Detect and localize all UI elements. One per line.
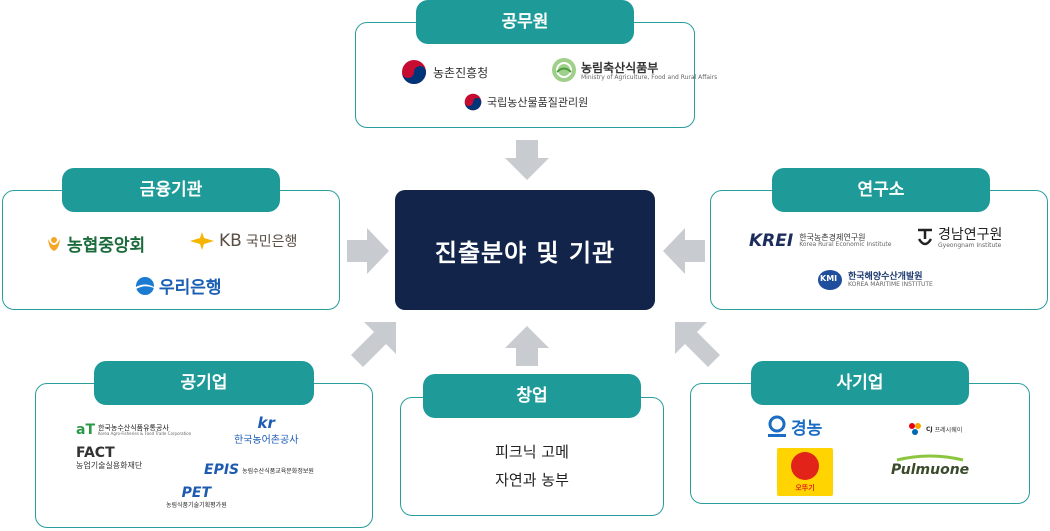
logo-ottogi: 오뚜기 <box>777 448 833 496</box>
org-label: 우리은행 <box>159 278 222 298</box>
arrow-left-icon <box>663 228 705 274</box>
taegeuk-icon <box>402 60 426 84</box>
kb-star-icon <box>190 232 214 250</box>
logo-kmi: KMI 한국해양수산개발원 KOREA MARITIME INSTITUTE <box>817 269 933 291</box>
logo-gyeongnam: 경남연구원 Gyeongnam Institute <box>916 227 1002 251</box>
startup-item: 피크닉 고메 <box>495 443 569 461</box>
logo-cj: CJ 프레시웨이 <box>906 422 962 436</box>
logo-nh: 농협중앙회 <box>45 231 145 256</box>
arrow-down-icon <box>505 140 549 180</box>
startup-item: 자연과 농부 <box>495 471 569 489</box>
org-label: 국립농산물품질관리원 <box>487 96 589 109</box>
center-box: 진출분야 및 기관 <box>395 190 655 310</box>
logo-krei: KREI 한국농촌경제연구원 Korea Rural Economic Inst… <box>749 231 892 251</box>
cj-petal-icon <box>909 423 921 435</box>
logo-kyungnong: 경농 <box>767 414 822 439</box>
org-label: 농림축산식품부 <box>581 61 659 75</box>
logo-ipet: PET 농림식품기술기획평가원 <box>166 485 227 509</box>
globe-icon <box>552 58 576 82</box>
arrow-right-icon <box>347 228 389 274</box>
logo-epis: EPIS 농림수산식품교육문화정보원 <box>204 462 314 478</box>
logo-kb: KB 국민은행 <box>188 231 297 251</box>
arrow-up-icon <box>505 326 549 366</box>
logo-rda: 농촌진흥청 <box>401 59 488 85</box>
logo-at: aT 한국농수산식품유통공사 Korea Agro-Fisheries & Fo… <box>76 422 192 438</box>
arrow-diag-ur-icon <box>351 322 396 367</box>
kyungnong-mark-icon <box>768 415 786 437</box>
group-title-finance: 금융기관 <box>62 168 280 212</box>
nh-leaf-icon <box>48 236 60 251</box>
krei-mark: KREI <box>749 231 794 251</box>
org-label: 국민은행 <box>245 234 298 250</box>
group-title-government: 공무원 <box>416 0 634 44</box>
taegeuk-icon <box>464 93 482 111</box>
pulmuone-leaf-icon <box>896 454 964 462</box>
logo-naqs: 국립농산물품질관리원 <box>464 93 588 111</box>
gri-mark-icon <box>917 228 933 246</box>
group-title-private: 사기업 <box>751 361 969 405</box>
org-label: 농촌진흥청 <box>433 65 489 80</box>
group-title-public-corp: 공기업 <box>94 361 314 405</box>
woori-sun-icon <box>136 276 154 295</box>
kmi-circle-icon <box>818 270 842 290</box>
group-title-research: 연구소 <box>772 168 990 212</box>
logo-mafra: 농림축산식품부 Ministry of Agriculture, Food an… <box>551 57 717 83</box>
center-label: 진출분야 및 기관 <box>434 238 616 267</box>
org-sub: Ministry of Agriculture, Food and Rural … <box>581 74 718 81</box>
arrow-diag-ul-icon <box>675 322 720 367</box>
logo-woori: 우리은행 <box>135 273 222 298</box>
public-corp-box: aT 한국농수산식품유통공사 Korea Agro-Fisheries & Fo… <box>35 383 373 528</box>
logo-krc: kr 한국농어촌공사 <box>234 414 299 447</box>
logo-fact: FACT 농업기술실용화재단 <box>76 445 143 470</box>
org-label: 농협중앙회 <box>67 236 146 256</box>
logo-pulmuone: Pulmuone <box>891 454 969 478</box>
kb-mark: KB <box>219 231 242 251</box>
group-title-startup: 창업 <box>423 374 641 418</box>
